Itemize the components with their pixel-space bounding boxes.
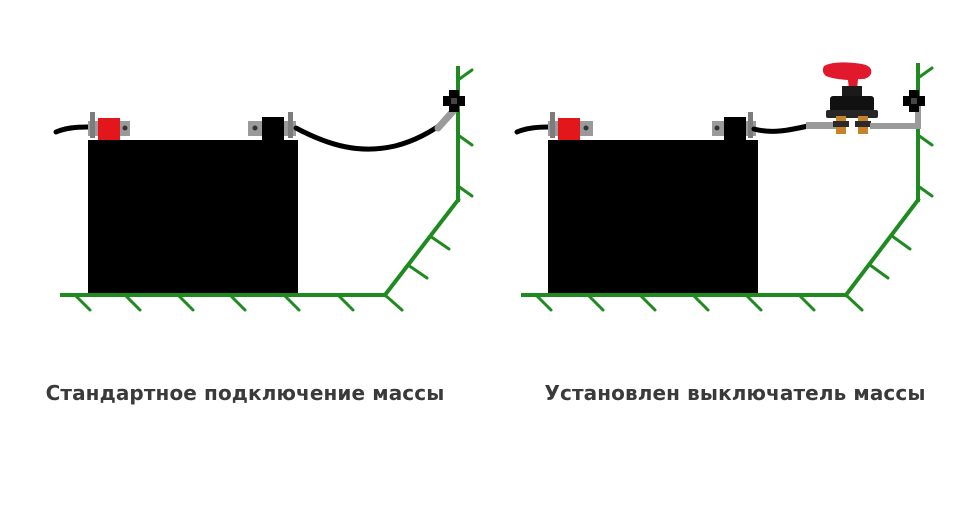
switch-key xyxy=(822,62,872,90)
negative-terminal xyxy=(712,112,756,140)
ground-frame xyxy=(521,63,921,298)
standard-ground-panel: Стандартное подключение массы xyxy=(45,66,474,405)
battery-body xyxy=(548,140,758,293)
chassis-bolt xyxy=(903,90,925,112)
chassis-bolt xyxy=(443,90,465,112)
switch-installed-diagram xyxy=(514,62,934,312)
standard-ground-diagram xyxy=(53,66,474,312)
positive-cable xyxy=(53,124,91,135)
positive-terminal xyxy=(548,112,593,140)
switch-installed-caption: Установлен выключатель массы xyxy=(544,381,926,405)
ground-switch xyxy=(822,62,878,134)
switch-installed-panel: Установлен выключатель массы xyxy=(490,0,980,505)
battery-body xyxy=(88,140,298,293)
battery-to-switch-cable xyxy=(751,123,811,134)
ground-hatching xyxy=(73,68,474,312)
switch-input-lug xyxy=(806,122,836,129)
positive-terminal xyxy=(88,112,130,140)
negative-terminal xyxy=(248,112,296,140)
ground-cable xyxy=(293,121,445,152)
ground-hatching xyxy=(534,66,934,312)
standard-ground-caption: Стандартное подключение массы xyxy=(45,381,445,405)
positive-cable xyxy=(514,124,551,135)
